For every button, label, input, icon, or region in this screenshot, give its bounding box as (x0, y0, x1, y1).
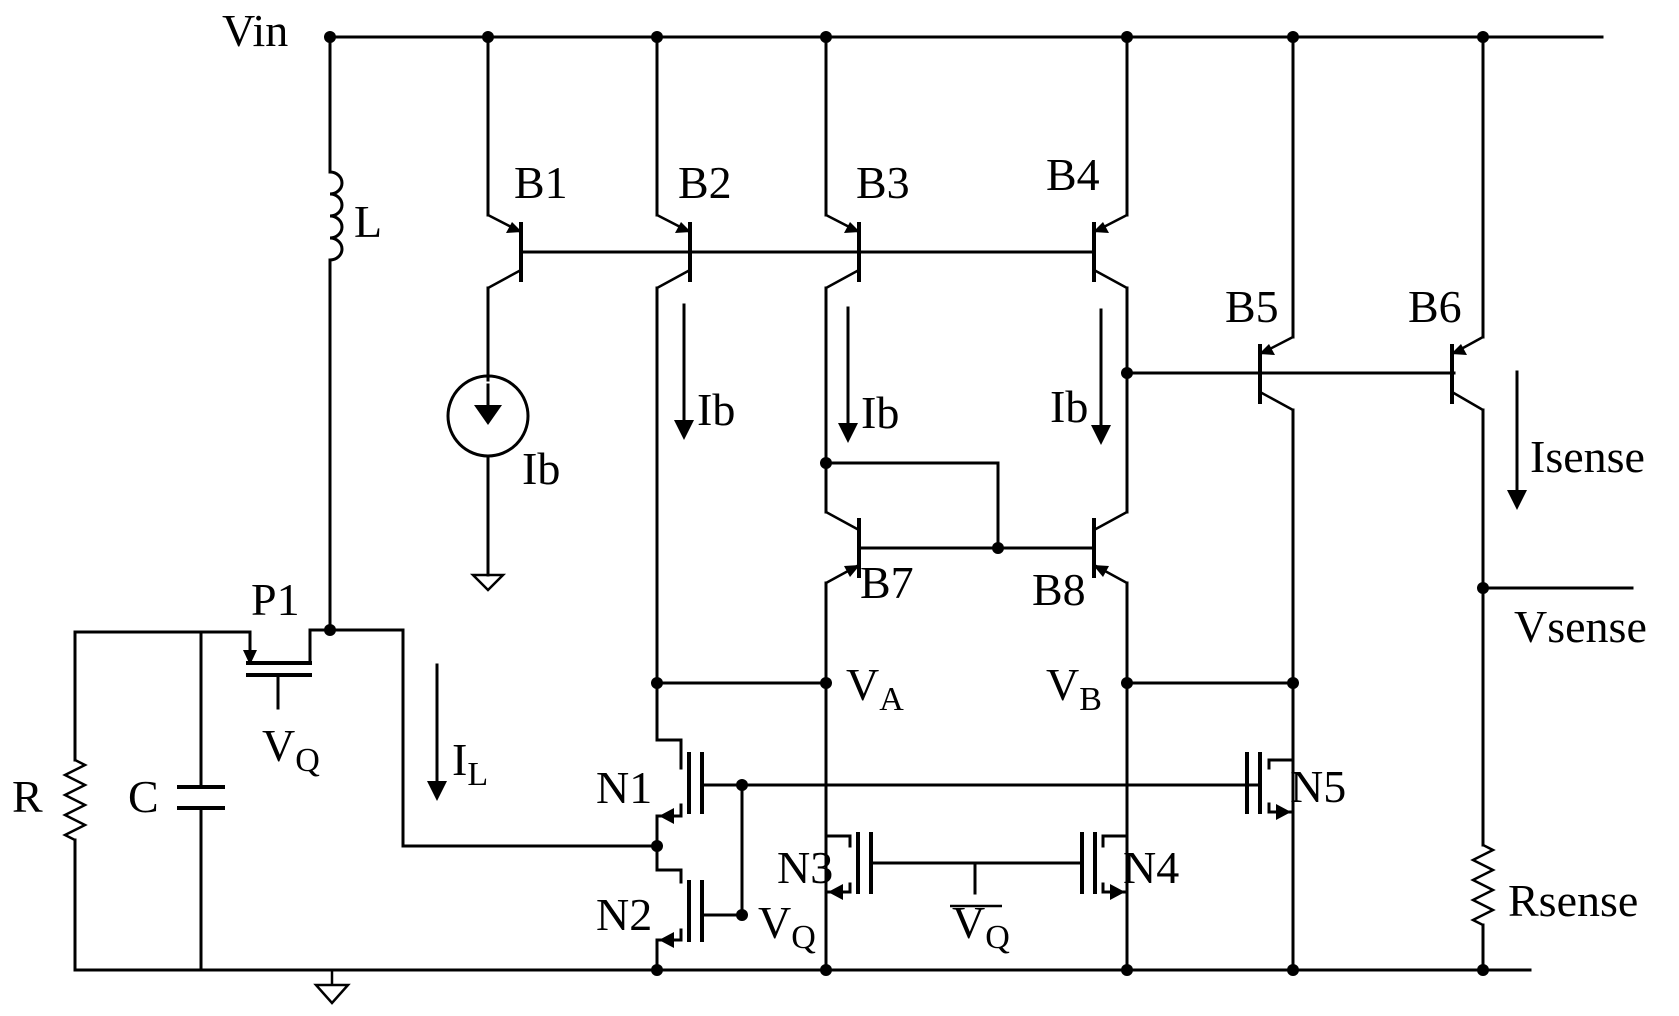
n4-transistor (1082, 832, 1127, 900)
n1-label: N1 (596, 762, 652, 813)
resistor-r-symbol (65, 760, 85, 840)
b6-transistor (1451, 337, 1483, 410)
capacitor-c-label: C (128, 771, 159, 822)
capacitor-c-symbol (177, 787, 225, 808)
b7-label: B7 (860, 557, 914, 608)
ib-arrow-b2 (674, 305, 694, 440)
b1-transistor (488, 215, 522, 288)
isense-arrow (1507, 372, 1527, 510)
b1-label: B1 (514, 157, 568, 208)
rsense-symbol (1473, 845, 1493, 925)
ib-arrow-b3 (838, 308, 858, 443)
b4-transistor (1093, 215, 1127, 288)
p1-transistor (243, 630, 330, 708)
n2-label: N2 (596, 889, 652, 940)
p1-label: P1 (251, 574, 300, 625)
isense-label: Isense (1530, 431, 1645, 482)
n4-label: N4 (1123, 842, 1179, 893)
b6-label: B6 (1408, 281, 1462, 332)
ib-b4-label: Ib (1050, 381, 1088, 432)
b5-label: B5 (1225, 281, 1279, 332)
n2-transistor (657, 870, 702, 948)
ground-symbol (316, 970, 348, 1003)
b3-label: B3 (856, 157, 910, 208)
va-label: VA (846, 659, 904, 718)
ib-arrow-b4 (1091, 310, 1111, 445)
resistor-r-label: R (12, 771, 43, 822)
vsense-label: Vsense (1514, 601, 1647, 652)
ib-b3-label: Ib (861, 387, 899, 438)
il-arrow (427, 665, 447, 801)
il-label: IL (452, 734, 488, 793)
b7-transistor (826, 512, 860, 583)
inductor-symbol (330, 172, 342, 260)
ib-source-label: Ib (522, 443, 560, 494)
inductor-label: L (354, 196, 382, 247)
rsense-label: Rsense (1508, 875, 1638, 926)
vq-n2-label: VQ (758, 897, 816, 956)
vq-p1-label: VQ (262, 720, 320, 779)
b8-label: B8 (1032, 564, 1086, 615)
b4-label: B4 (1046, 149, 1100, 200)
n3-label: N3 (777, 842, 833, 893)
n1-transistor (657, 740, 702, 824)
b2-label: B2 (678, 157, 732, 208)
ib-current-source (448, 376, 528, 456)
n5-label: N5 (1290, 761, 1346, 812)
ib-b2-label: Ib (697, 384, 735, 435)
b8-transistor (1093, 512, 1127, 583)
vin-label: Vin (222, 5, 288, 56)
vb-label: VB (1046, 659, 1102, 718)
ground-symbol-ib (473, 575, 503, 590)
